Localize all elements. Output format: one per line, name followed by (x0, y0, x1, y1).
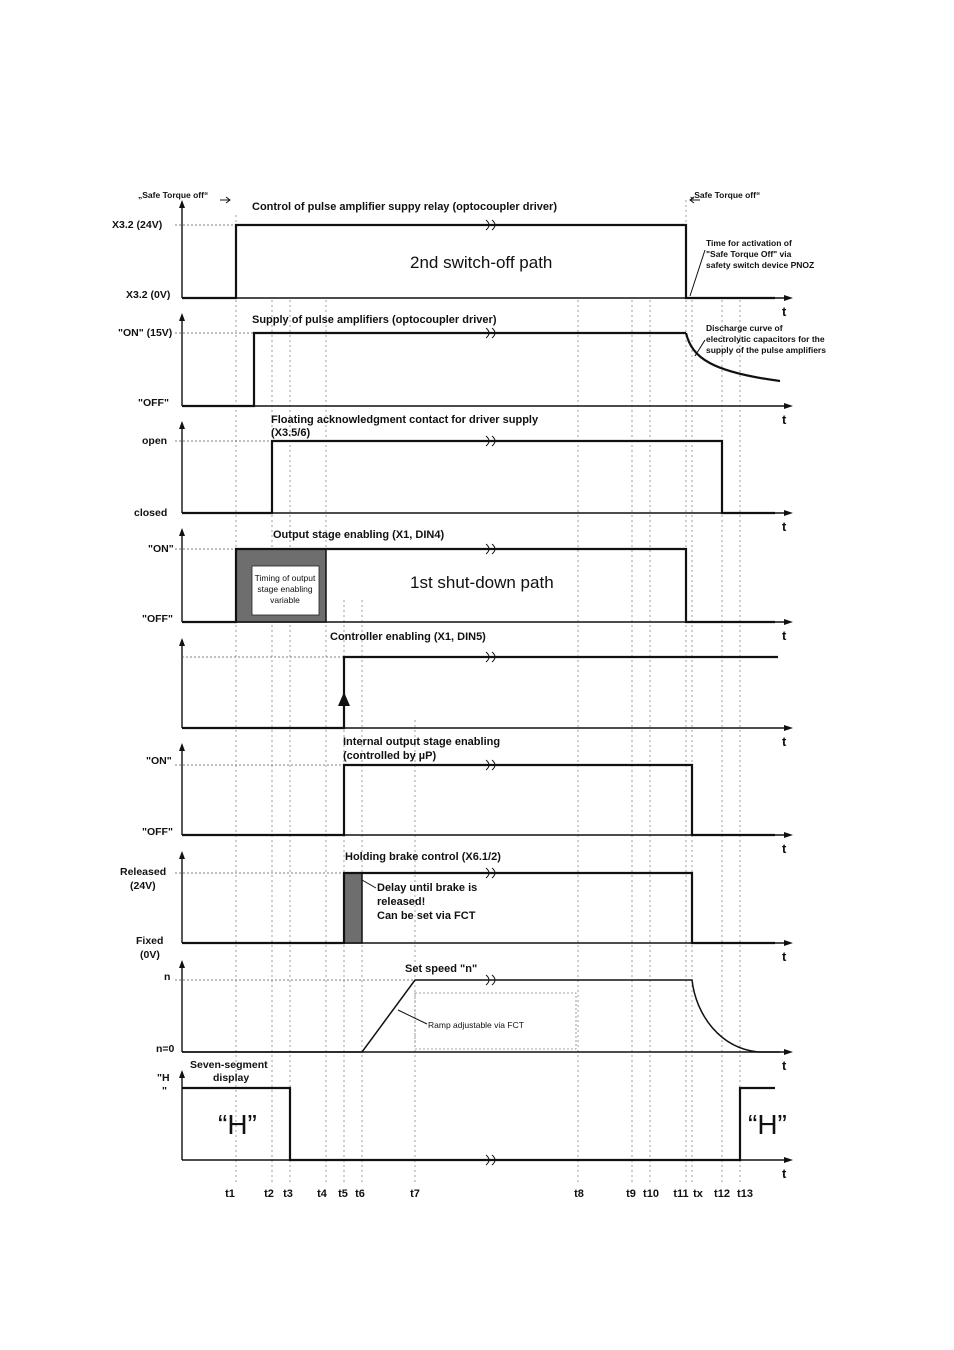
supply-high-label: "ON" (15V) (118, 327, 172, 339)
safe-torque-left-label: „Safe Torque off“ (138, 190, 208, 200)
output-center-text: 1st shut-down path (410, 573, 554, 592)
brake-high-label-line1: Released (120, 866, 166, 878)
supply-title: Supply of pulse amplifiers (optocoupler … (252, 314, 497, 326)
controller-title: Controller enabling (X1, DIN5) (330, 631, 486, 643)
relay-center-text: 2nd switch-off path (410, 253, 552, 272)
relay-title: Control of pulse amplifier suppy relay (… (252, 201, 557, 213)
panel-speed: n n=0 Set speed "n" Ramp adjustable via … (156, 960, 793, 1073)
internal-high-label: "ON" (146, 755, 172, 767)
panel-controller: Controller enabling (X1, DIN5) t (179, 631, 793, 749)
internal-title-line2: (controlled by µP) (343, 750, 436, 762)
tick-t10: t10 (643, 1188, 659, 1200)
relay-break-mark (485, 219, 496, 231)
tick-t11: t11 (673, 1188, 688, 1200)
brake-low-label-line1: Fixed (136, 935, 163, 947)
tick-t5: t5 (338, 1188, 348, 1200)
tick-t8: t8 (574, 1188, 584, 1200)
tick-t9: t9 (626, 1188, 636, 1200)
brake-note-line2: released! (377, 896, 425, 908)
supply-low-label: "OFF" (138, 397, 169, 409)
panel-internal: "ON" "OFF" Internal output stage enablin… (142, 736, 793, 856)
display-title-line2: display (213, 1072, 249, 1084)
brake-note-line1: Delay until brake is (377, 882, 477, 894)
ack-title-line2: (X3.5/6) (271, 427, 310, 439)
time-tick-labels: t1 t2 t3 t4 t5 t6 t7 t8 t9 t10 t11 tx t1… (225, 1188, 753, 1200)
brake-low-label-line2: (0V) (140, 949, 160, 961)
panel-output: "ON" "OFF" Output stage enabling (X1, DI… (142, 528, 793, 643)
safe-torque-right-arrow (689, 196, 700, 204)
output-box-line1: Timing of output (255, 573, 316, 583)
internal-title-line1: Internal output stage enabling (343, 736, 500, 748)
tick-t6: t6 (355, 1188, 365, 1200)
brake-high-label-line2: (24V) (130, 880, 156, 892)
relay-note-line1: Time for activation of (706, 238, 792, 248)
display-left-h: “H” (218, 1109, 257, 1140)
tick-t1: t1 (225, 1188, 235, 1200)
speed-note: Ramp adjustable via FCT (428, 1020, 524, 1030)
safe-torque-left-arrow (220, 196, 231, 204)
tick-tx: tx (693, 1188, 704, 1200)
speed-low-label: n=0 (156, 1043, 175, 1055)
brake-t-axis: t (782, 949, 787, 964)
output-high-label: "ON" (148, 543, 174, 555)
supply-note-line3: supply of the pulse amplifiers (706, 345, 826, 355)
panel-display: Seven-segment display "H " “H” “H” t (157, 1059, 793, 1181)
supply-note-line1: Discharge curve of (706, 323, 783, 333)
output-box-line2: stage enabling (257, 584, 313, 594)
display-high-label-line1: "H (157, 1072, 170, 1084)
ack-low-label: closed (134, 507, 167, 519)
controller-t-axis: t (782, 734, 787, 749)
output-box-line3: variable (270, 595, 300, 605)
ack-t-axis: t (782, 519, 787, 534)
tick-t3: t3 (283, 1188, 293, 1200)
ack-high-label: open (142, 435, 167, 447)
tick-t12: t12 (714, 1188, 730, 1200)
controller-edge-arrow (338, 692, 350, 706)
panel-relay: X3.2 (24V) X3.2 (0V) Control of pulse am… (112, 200, 814, 319)
panel-brake: Released (24V) Fixed (0V) Holding brake … (120, 851, 793, 964)
brake-delay-block (343, 872, 363, 944)
tick-t2: t2 (264, 1188, 274, 1200)
display-high-label-line2: " (162, 1085, 167, 1097)
tick-t4: t4 (317, 1188, 328, 1200)
speed-t-axis: t (782, 1058, 787, 1073)
relay-note-line3: safety switch device PNOZ (706, 260, 814, 270)
display-right-h: “H” (748, 1109, 787, 1140)
safe-torque-right-label: „Safe Torque off“ (690, 190, 760, 200)
supply-t-axis: t (782, 412, 787, 427)
output-low-label: "OFF" (142, 613, 173, 625)
brake-note-line3: Can be set via FCT (377, 910, 476, 922)
tick-t13: t13 (737, 1188, 753, 1200)
output-title: Output stage enabling (X1, DIN4) (273, 529, 444, 541)
panel-supply: "ON" (15V) "OFF" Supply of pulse amplifi… (118, 313, 826, 427)
internal-t-axis: t (782, 841, 787, 856)
brake-title: Holding brake control (X6.1/2) (345, 851, 501, 863)
relay-t-axis: t (782, 304, 787, 319)
display-title-line1: Seven-segment (190, 1059, 268, 1071)
tick-t7: t7 (410, 1188, 420, 1200)
display-t-axis: t (782, 1166, 787, 1181)
relay-low-label: X3.2 (0V) (126, 289, 170, 301)
internal-low-label: "OFF" (142, 826, 173, 838)
time-guides (235, 200, 741, 1182)
supply-note-line2: electrolytic capacitors for the (706, 334, 825, 344)
relay-high-label: X3.2 (24V) (112, 219, 162, 231)
ack-title-line1: Floating acknowledgment contact for driv… (271, 414, 539, 426)
speed-high-label: n (164, 971, 170, 983)
output-t-axis: t (782, 628, 787, 643)
relay-note-line2: "Safe Torque Off" via (706, 249, 792, 259)
panel-ack: open closed Floating acknowledgment cont… (134, 414, 793, 534)
speed-title: Set speed "n" (405, 963, 477, 975)
